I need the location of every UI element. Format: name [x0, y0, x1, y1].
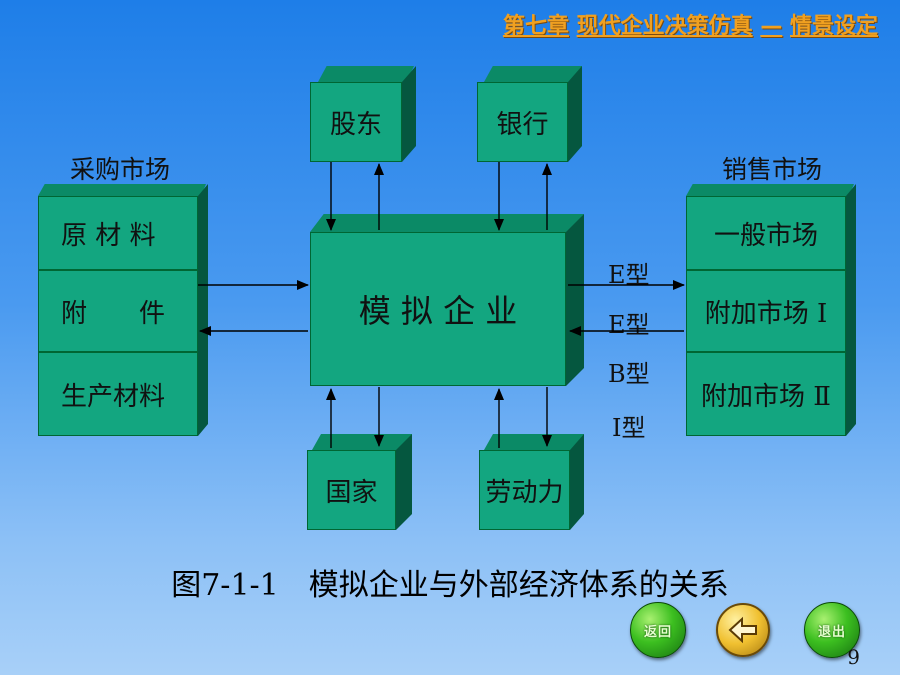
box-raw-material: 原 材 料 — [38, 196, 198, 270]
header-separator: — — [760, 14, 783, 39]
chapter-subtitle: 情景设定 — [789, 14, 878, 39]
box-bank-top — [484, 66, 582, 82]
box-labor: 劳动力 — [479, 450, 570, 530]
slide-header: 第七章 现代企业决策仿真 — 情景设定 — [503, 8, 878, 40]
box-accessory: 附 件 — [38, 270, 198, 352]
back-button[interactable]: 返回 — [630, 602, 686, 658]
arrow-left-icon — [728, 616, 757, 644]
box-state-side — [396, 434, 412, 530]
box-bank-side — [568, 66, 582, 162]
chapter-title: 现代企业决策仿真 — [576, 14, 753, 39]
box-state: 国家 — [307, 450, 396, 530]
page-number: 9 — [847, 645, 860, 669]
box-labor-side — [570, 434, 584, 530]
box-enterprise-side — [566, 214, 584, 386]
chapter-label: 第七章 — [502, 14, 569, 39]
purchase-stack-top — [38, 184, 206, 196]
sales-stack-top — [686, 184, 854, 196]
box-shareholder: 股东 — [310, 82, 402, 162]
previous-button[interactable] — [716, 603, 770, 657]
box-bank: 银行 — [477, 82, 568, 162]
box-state-top — [312, 434, 412, 450]
sales-stack-side — [846, 184, 856, 436]
purchase-stack-side — [198, 184, 208, 436]
sales-market-label: 销售市场 — [722, 155, 823, 184]
box-general-market: 一般市场 — [686, 196, 846, 270]
box-simulated-enterprise: 模 拟 企 业 — [310, 232, 566, 386]
type-label-3: B型 — [608, 360, 650, 388]
exit-button[interactable]: 退出 — [804, 602, 860, 658]
box-production-material: 生产材料 — [38, 352, 198, 436]
box-labor-top — [484, 434, 584, 450]
figure-caption: 图7-1-1 模拟企业与外部经济体系的关系 — [171, 568, 729, 603]
exit-button-label: 退出 — [817, 624, 846, 640]
type-label-4: I型 — [612, 414, 646, 442]
purchase-market-label: 采购市场 — [70, 155, 171, 184]
type-label-2: E型 — [608, 311, 650, 339]
back-button-label: 返回 — [643, 624, 672, 640]
box-shareholder-top — [318, 66, 414, 82]
box-additional-market-2: 附加市场 Ⅱ — [686, 352, 846, 436]
box-additional-market-1: 附加市场 I — [686, 270, 846, 352]
box-shareholder-side — [402, 66, 416, 162]
